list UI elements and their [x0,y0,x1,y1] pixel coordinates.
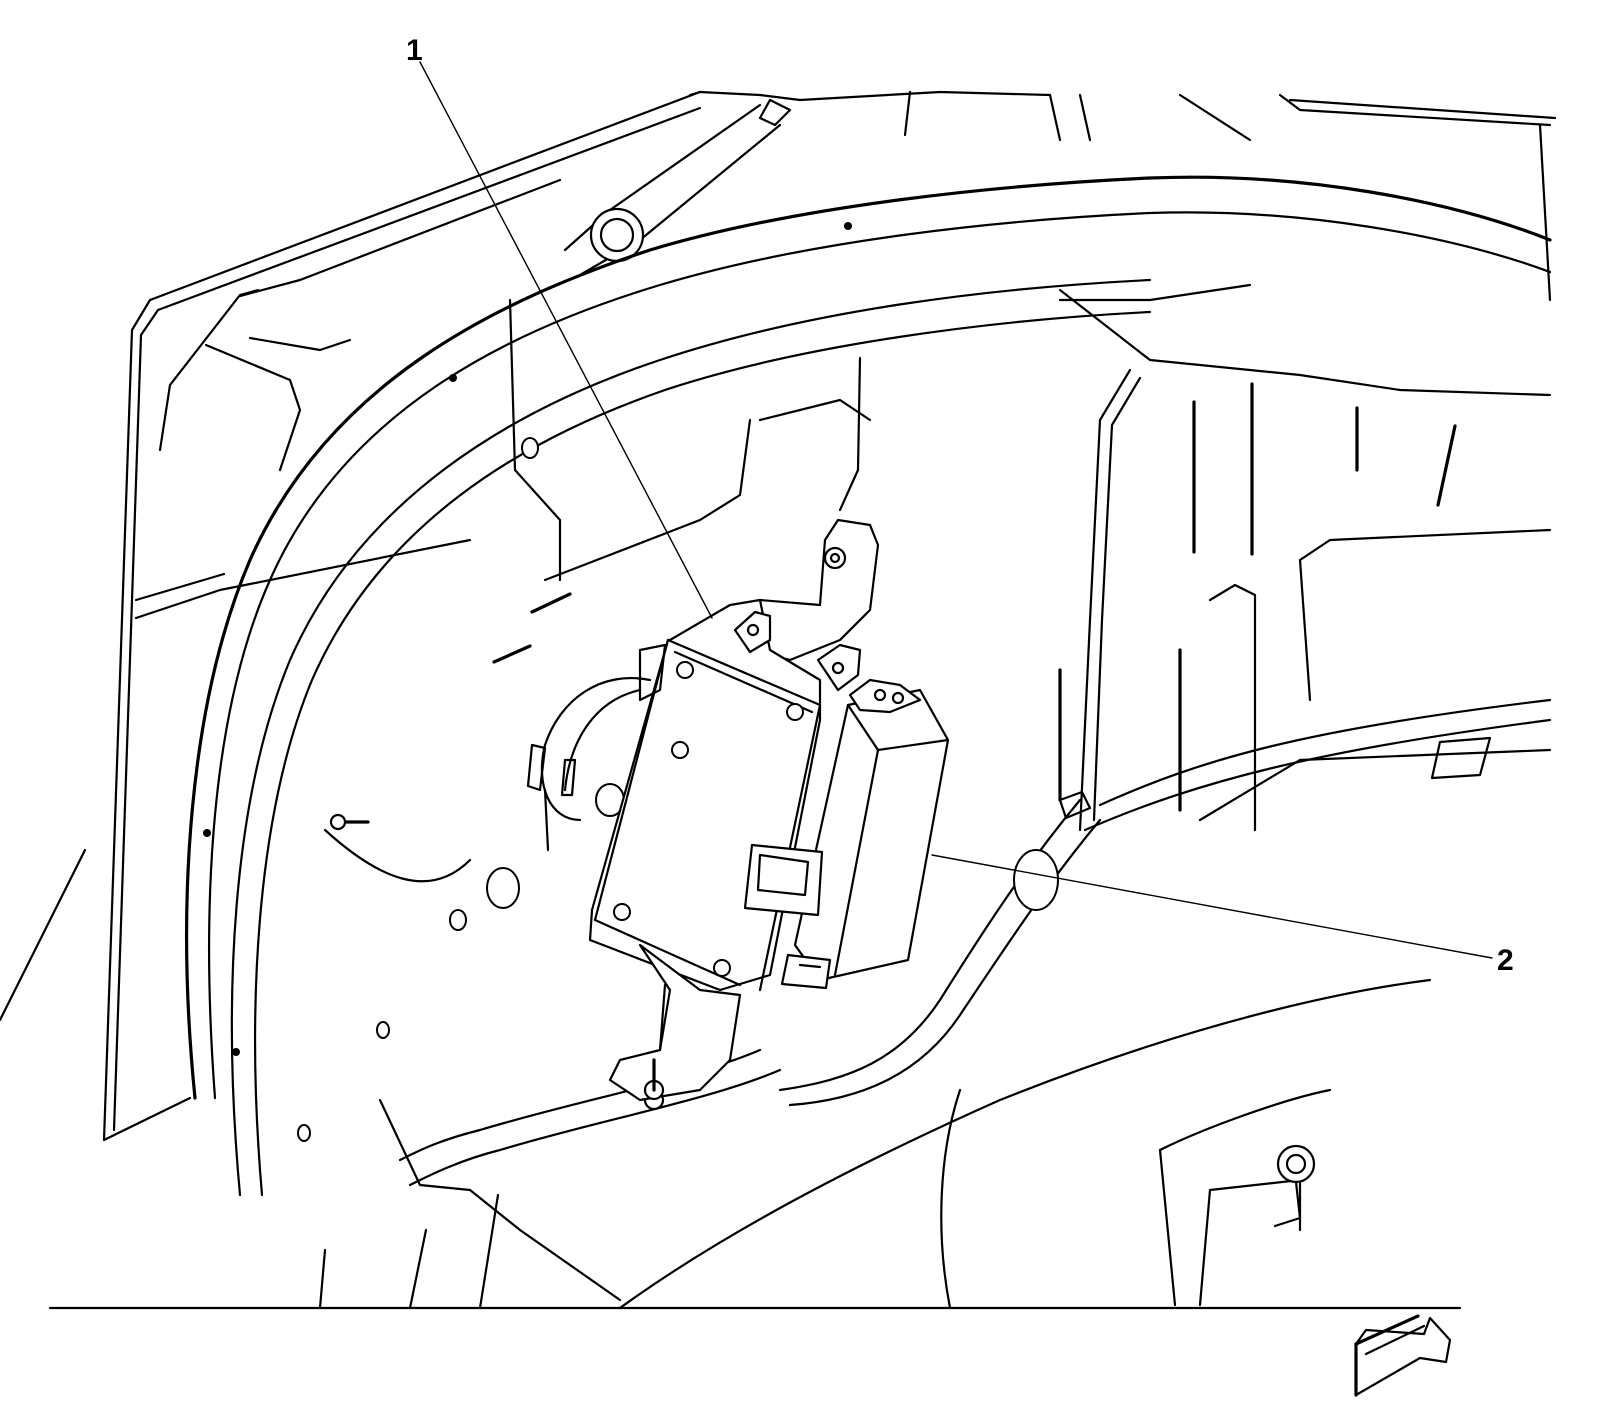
inner-quarter-panel [297,298,1059,1142]
view-direction-arrow-icon [1354,1314,1452,1397]
callout-label-2: 2 [1497,944,1514,977]
upper-body-rails [563,90,1557,302]
rear-floor-panel [1058,283,1552,832]
leader-line-2 [931,854,1493,959]
lower-trunk-floor [48,978,1462,1310]
callout-leaders [419,61,1493,959]
wire-harness [378,698,1552,1302]
lower-mounting-bracket [608,943,742,1102]
trunk-lid-panel [0,90,702,1142]
trunk-opening-frame [185,175,1552,1197]
leader-line-1 [419,61,713,619]
callout-label-1: 1 [406,34,423,67]
module-2 [743,678,950,990]
